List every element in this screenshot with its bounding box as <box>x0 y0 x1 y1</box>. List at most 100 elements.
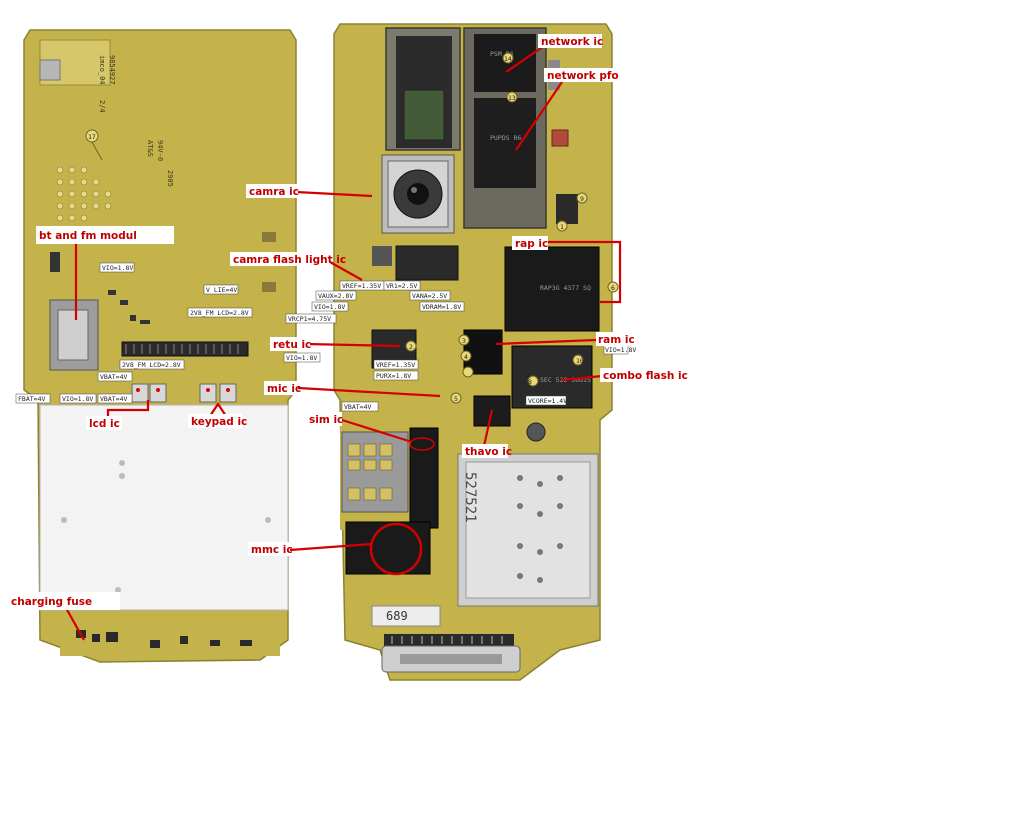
flash-connector <box>395 245 459 281</box>
labels: network ic network pfo camra ic bt and f… <box>8 34 688 610</box>
callout-10: 8 <box>528 378 532 386</box>
callout-8: 9 <box>580 195 584 203</box>
arrow-camra-ic <box>295 190 373 198</box>
v-vr1: VR1=2.5V <box>386 282 417 290</box>
lcd-ic-chip-b <box>149 383 167 403</box>
arrow-sim-ic <box>341 418 413 444</box>
label-network-ic: network ic <box>541 36 603 48</box>
network-pfo-mark: PUPDS R6 <box>490 134 521 142</box>
callout-4: 5 <box>454 395 458 403</box>
v-lcd-2v8b: 2V8_FM LCD=2.8V <box>122 361 181 369</box>
left-voltages: VIO=1.8V V LIE=4V 2V8_FM LCD=2.8V 2V8_FM… <box>15 262 253 404</box>
arrow-mic-ic <box>297 386 441 398</box>
silk-year: 2905 <box>166 170 174 187</box>
v-vbat-mid: VBAT=4V <box>344 403 371 411</box>
callout-17-text: 17 <box>88 133 96 141</box>
network-ic-chip <box>474 34 536 92</box>
ram-ic-chip <box>463 329 503 375</box>
annotation-arrows <box>65 45 622 641</box>
rap-ic-chip <box>504 246 600 332</box>
bottom-connector-label <box>371 605 441 627</box>
v-fbat: FBAT=4V <box>18 395 45 403</box>
label-rap-ic: rap ic <box>515 238 548 250</box>
silk-rev: 2/4 <box>98 100 106 113</box>
label-ram-ic: ram ic <box>598 334 635 346</box>
label-camra-flash: camra flash light ic <box>233 254 346 266</box>
arrow-charging-fuse <box>65 607 85 641</box>
arrow-rap-ic <box>548 240 622 304</box>
callout-5: 6 <box>611 284 615 292</box>
arrow-lcd-ic <box>106 400 150 420</box>
silk-sub: 94V-0 <box>156 140 164 161</box>
label-sim-ic: sim ic <box>309 414 343 426</box>
callout-6: 10 <box>576 357 584 365</box>
right-voltages: VREF=1.35V VR1=2.5V VAUX=2.8V VANA=2.5V … <box>283 280 636 412</box>
keypad-ic-chip-b <box>219 383 237 403</box>
callout-1: 2 <box>409 343 413 351</box>
network-pfo-chip <box>474 98 536 188</box>
arrow-retu-ic <box>305 342 401 348</box>
keypad-ic-chip-a <box>199 383 217 403</box>
label-camra-ic: camra ic <box>249 186 299 198</box>
v-vbat-bottom: VBAT=4V <box>100 395 127 403</box>
v-vref: VREF=1.35V <box>342 282 381 290</box>
v-vflash2: PURX=1.8V <box>376 372 411 380</box>
right-board: PSM R6 PUPDS R6 14 13 9 1 RAP3G 4377 SQ … <box>283 23 636 681</box>
label-mic-ic: mic ic <box>267 383 301 395</box>
arrow-network-pfo <box>515 81 563 151</box>
display-pad-area <box>39 404 289 611</box>
v-vaux: VAUX=2.8V <box>318 292 353 300</box>
v-vio-right: VIO=1.8V <box>605 346 636 354</box>
silk-model: AT&S <box>146 140 154 157</box>
v-vcore: VCORE=1.4V <box>528 397 567 405</box>
v-vio-mid: VIO=1.8V <box>314 303 345 311</box>
arrow-thavo-ic <box>482 409 494 447</box>
mmc-ic-chip <box>345 521 431 575</box>
sim-ic-marker <box>409 437 435 451</box>
v-vflash: V LIE=4V <box>206 286 237 294</box>
lcd-ic-chip-a <box>131 383 149 403</box>
v-vref2: VREF=1.35V <box>376 361 415 369</box>
silk-board-code: imco_04 <box>98 55 106 85</box>
label-retu-ic: retu ic <box>273 339 311 351</box>
label-combo-flash: combo flash ic <box>603 370 688 382</box>
callout-14: 14 <box>504 55 512 63</box>
serial-number: 527521 <box>462 472 478 523</box>
rap-chip-mark: RAP3G 4377 SQ <box>540 284 591 292</box>
left-board: imco_04 9854927 2/4 AT&S 94V-0 2905 17 <box>15 29 297 663</box>
callout-13: 13 <box>508 94 516 102</box>
via-field <box>56 166 112 222</box>
lcd-connector <box>121 341 249 357</box>
silk-board-num: 9854927 <box>108 55 116 85</box>
label-lcd-ic: lcd ic <box>89 418 120 430</box>
connector-mark: 689 <box>386 609 408 623</box>
callout-3: 4 <box>464 353 468 361</box>
small-ic <box>556 194 578 224</box>
v-vbat-left: VBAT=4V <box>100 373 127 381</box>
v-vana: VANA=2.5V <box>412 292 447 300</box>
arrow-mmc-ic <box>289 542 373 552</box>
arrow-ram-ic <box>495 338 597 346</box>
callout-2: 3 <box>462 337 466 345</box>
v-vio-left: VIO=1.8V <box>102 264 133 272</box>
label-charging-fuse: charging fuse <box>11 596 92 608</box>
mmc-ic-marker <box>369 522 423 576</box>
label-thavo-ic: thavo ic <box>465 446 512 458</box>
v-vio-retu: VIO=1.8V <box>286 354 317 362</box>
v-vrcp1: VRCP1=4.75V <box>288 315 331 323</box>
label-mmc-ic: mmc ic <box>251 544 293 556</box>
arrow-combo-flash <box>561 374 603 382</box>
v-vdram: VDRAM=1.8V <box>422 303 461 311</box>
v-lcd-2v8: 2V8_FM LCD=2.8V <box>190 309 249 317</box>
network-chip-mark: PSM R6 <box>490 50 514 58</box>
label-keypad-ic: keypad ic <box>191 416 247 428</box>
label-network-pfo: network pfo <box>547 70 619 82</box>
arrow-camra-flash <box>329 261 363 281</box>
label-bt-fm: bt and fm modul <box>39 230 137 242</box>
v-vio-bottom: VIO=1.8V <box>62 395 93 403</box>
callout-9: 1 <box>560 223 564 231</box>
arrow-keypad-ic <box>209 402 227 417</box>
arrow-network-ic <box>505 45 545 73</box>
